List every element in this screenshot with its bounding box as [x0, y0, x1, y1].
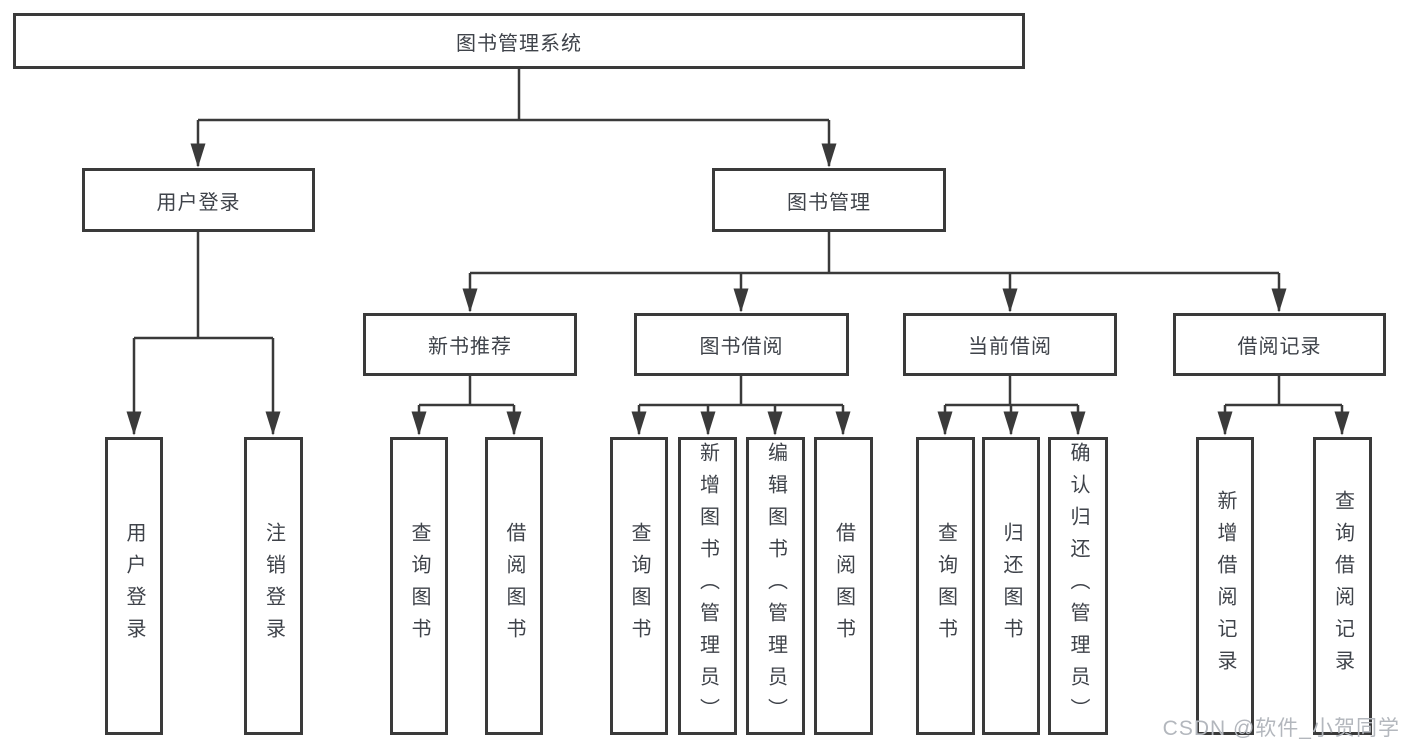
- leaf-edit-book-admin: 编辑图书（管理员）: [746, 437, 805, 735]
- leaf-label: 归还图书: [1000, 522, 1022, 650]
- leaf-query-books-1: 查询图书: [390, 437, 448, 735]
- node-new-books: 新书推荐: [363, 313, 577, 376]
- node-user-login: 用户登录: [82, 168, 315, 232]
- leaf-add-borrow-record: 新增借阅记录: [1196, 437, 1254, 735]
- leaf-label: 确认归还（管理员）: [1067, 442, 1089, 730]
- node-book-borrow: 图书借阅: [634, 313, 849, 376]
- leaf-add-book-admin: 新增图书（管理员）: [678, 437, 737, 735]
- leaf-label: 注销登录: [262, 522, 285, 650]
- leaf-label: 查询图书: [408, 522, 430, 650]
- leaf-query-books-3: 查询图书: [916, 437, 975, 735]
- connector-user-login: [134, 232, 273, 340]
- node-borrow-records: 借阅记录: [1173, 313, 1386, 376]
- leaf-confirm-return-admin: 确认归还（管理员）: [1048, 437, 1108, 735]
- connector-new-books: [419, 376, 514, 407]
- connector-root: [198, 69, 829, 122]
- leaf-borrow-books-2: 借阅图书: [814, 437, 873, 735]
- leaf-label: 编辑图书（管理员）: [764, 442, 787, 730]
- leaf-query-books-2: 查询图书: [610, 437, 668, 735]
- leaf-label: 借阅图书: [832, 522, 855, 650]
- leaf-label: 新增借阅记录: [1214, 490, 1236, 682]
- leaf-borrow-books-1: 借阅图书: [485, 437, 543, 735]
- leaf-user-login: 用户登录: [105, 437, 163, 735]
- leaf-return-book: 归还图书: [982, 437, 1040, 735]
- node-root: 图书管理系统: [13, 13, 1025, 69]
- leaf-label: 查询图书: [934, 522, 957, 650]
- leaf-label: 查询借阅记录: [1331, 490, 1354, 682]
- connector-borrow-records: [1225, 376, 1342, 407]
- leaf-label: 用户登录: [123, 522, 145, 650]
- node-current-borrow: 当前借阅: [903, 313, 1117, 376]
- leaf-label: 查询图书: [628, 522, 650, 650]
- watermark: CSDN @软件_小贺同学: [1162, 717, 1400, 740]
- leaf-label: 新增图书（管理员）: [696, 442, 719, 730]
- leaf-logout: 注销登录: [244, 437, 303, 735]
- connector-book-borrow: [639, 376, 843, 407]
- connector-current-borrow: [945, 376, 1078, 407]
- leaf-query-borrow-record: 查询借阅记录: [1313, 437, 1372, 735]
- connector-book-mgmt: [470, 232, 1279, 275]
- node-book-mgmt: 图书管理: [712, 168, 946, 232]
- leaf-label: 借阅图书: [503, 522, 525, 650]
